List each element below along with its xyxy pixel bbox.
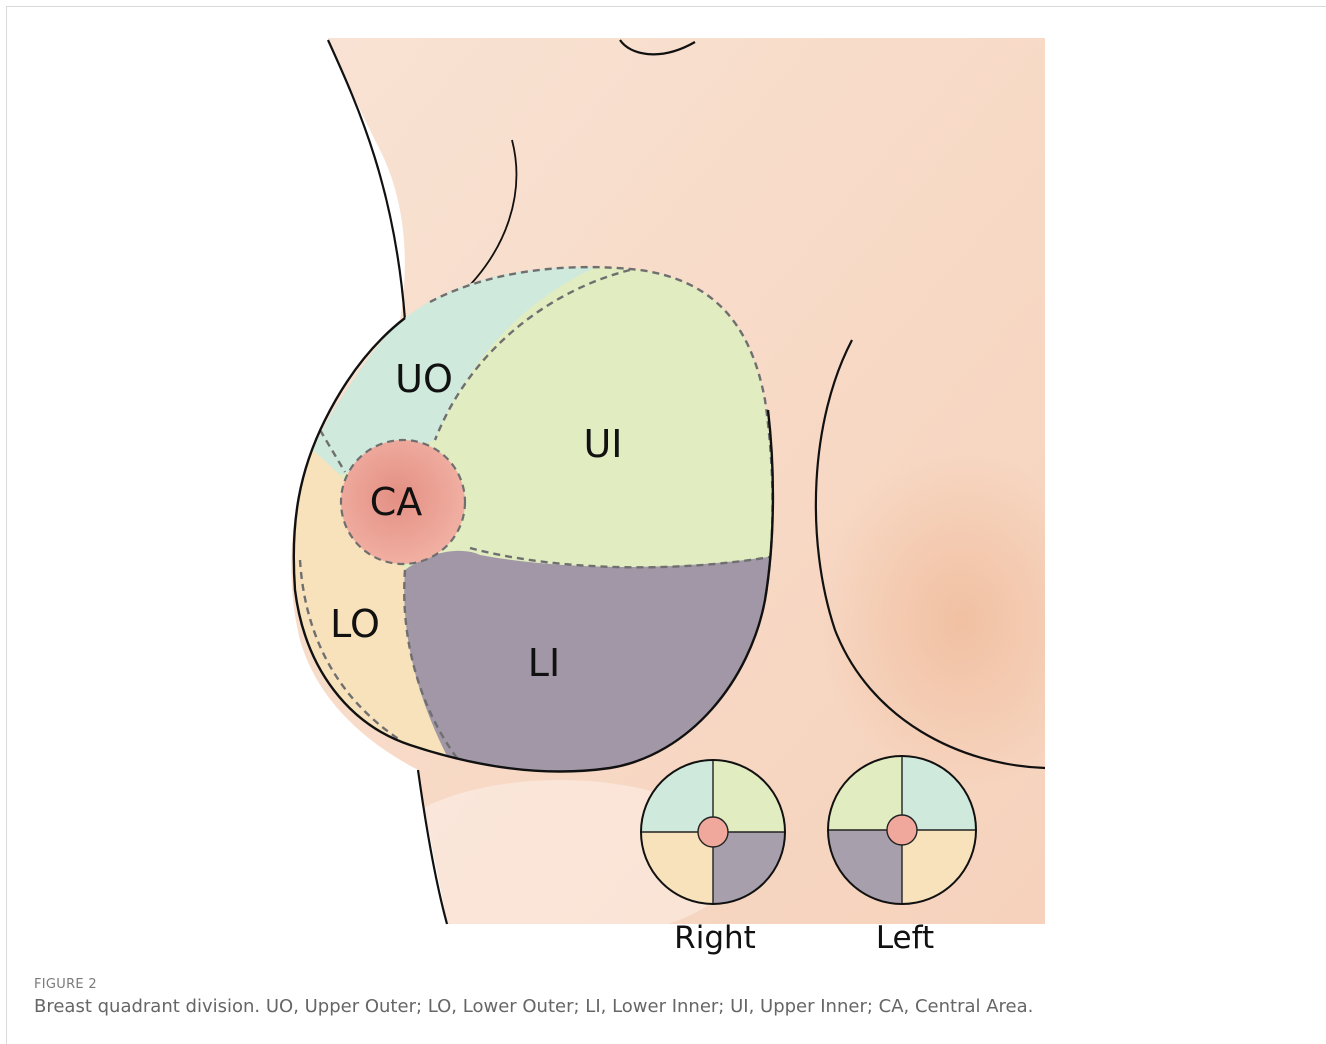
label-ca: CA [370,480,423,524]
legend-left-ca [887,815,917,845]
label-li: LI [528,641,560,685]
legend-right-label: Right [674,920,756,956]
legend-left-diagram [828,756,976,904]
legend-left-label: Left [876,920,934,956]
legend-right-ca [698,817,728,847]
legend-right-diagram [641,760,785,904]
label-lo: LO [330,602,380,646]
label-ui: UI [583,422,622,466]
figure-caption: Breast quadrant division. UO, Upper Oute… [34,996,1033,1017]
figure-label: FIGURE 2 [34,977,97,992]
label-uo: UO [395,357,453,401]
